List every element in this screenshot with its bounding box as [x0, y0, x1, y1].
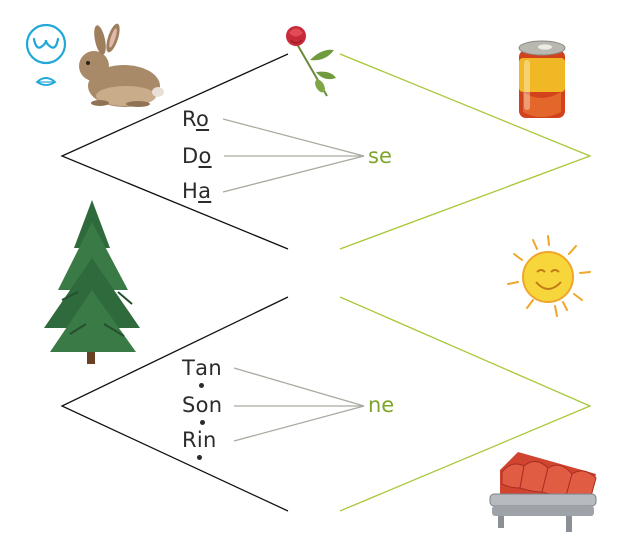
- sun-picture: [507, 235, 591, 317]
- syllable-3: Ha: [182, 179, 212, 203]
- syllable-4: Tan: [182, 356, 222, 388]
- syllable-1: Ro: [182, 107, 210, 131]
- syllable-6: Rin: [182, 428, 217, 460]
- syllable-5: Son: [182, 393, 223, 425]
- roof-picture: [489, 452, 597, 532]
- ending-se: se: [368, 144, 392, 168]
- listen-speak-icon: [25, 23, 67, 86]
- ending-ne: ne: [368, 393, 395, 417]
- fir-tree-picture: [44, 200, 140, 364]
- can-picture: [518, 40, 566, 118]
- diagram-lines-top: [60, 53, 592, 250]
- rose-picture: [286, 26, 336, 97]
- diagram-lines-bottom: [60, 296, 592, 512]
- syllable-2: Do: [182, 144, 212, 168]
- rabbit-picture: [79, 23, 164, 107]
